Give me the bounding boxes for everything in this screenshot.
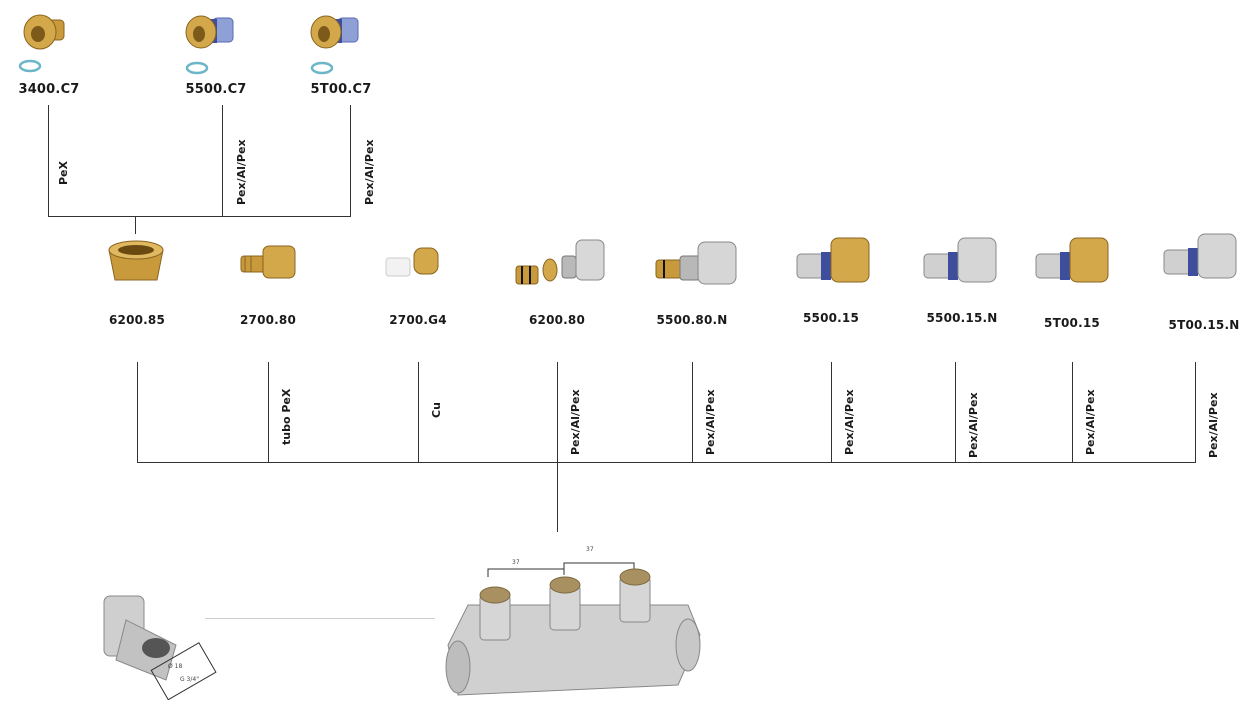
product-code: 2700.80 [240,313,296,327]
nickel-blue-fitting-icon [920,232,1005,287]
connector-line [955,362,956,463]
connector-line [557,462,558,532]
nickel-compression-fitting-icon [650,236,745,291]
manifold-thread-detail-icon [96,590,226,700]
connector-line [557,362,558,463]
exploded-fitting-icon [510,232,610,292]
pipe-label: Pex/Al/Pex [1207,392,1220,458]
pipe-label: Pex/Al/Pex [967,392,980,458]
brass-fitting-blue-insert-with-ring-icon [300,10,380,75]
pipe-label: Pex/Al/Pex [235,139,248,205]
product-code: 5500.C7 [185,82,246,97]
connector-line [1195,362,1196,463]
product-code: 5T00.15.N [1169,318,1240,332]
dimension-label: Ø 18 [168,663,182,670]
connector-line [831,362,832,463]
connector-line [418,362,419,463]
connector-line [48,105,49,217]
pipe-label: Pex/Al/Pex [363,139,376,205]
dimension-label: 37 [586,546,594,553]
callout-line [205,618,435,619]
connector-line [137,462,1196,463]
connector-line [135,216,136,234]
connector-line [350,105,351,217]
product-code: 5500.80.N [656,313,727,327]
pipe-label: PeX [57,161,70,185]
brass-blue-fitting-icon [1032,232,1117,287]
pipe-label: Cu [430,402,443,418]
brass-fitting-blue-insert-with-ring-icon [175,10,255,75]
pipe-label: Pex/Al/Pex [704,389,717,455]
product-code: 3400.C7 [18,82,79,97]
pipe-label: tubo PeX [280,389,293,445]
brass-compression-fitting-icon [233,238,303,288]
product-code: 5T00.C7 [311,82,372,97]
connector-line [48,216,350,217]
pipe-label: Pex/Al/Pex [1084,389,1097,455]
connector-line [222,105,223,217]
nickel-blue-fitting-icon [793,232,878,287]
nickel-blue-fitting-icon [1160,228,1245,283]
brass-ring-icon [103,238,169,288]
white-brass-insert-icon [378,240,448,285]
product-code: 5T00.15 [1044,316,1100,330]
product-code: 2700.G4 [389,313,447,327]
nickel-manifold-icon [438,535,708,705]
product-code: 6200.85 [109,313,165,327]
connector-line [137,362,138,463]
product-code: 5500.15.N [926,311,997,325]
product-code: 6200.80 [529,313,585,327]
connector-line [268,362,269,463]
dimension-label: 37 [512,559,520,566]
pipe-label: Pex/Al/Pex [569,389,582,455]
brass-fitting-with-ring-icon [10,10,90,75]
dimension-label: G 3/4" [180,676,199,683]
product-code: 5500.15 [803,311,859,325]
connector-line [692,362,693,463]
connector-line [1072,362,1073,463]
pipe-label: Pex/Al/Pex [843,389,856,455]
